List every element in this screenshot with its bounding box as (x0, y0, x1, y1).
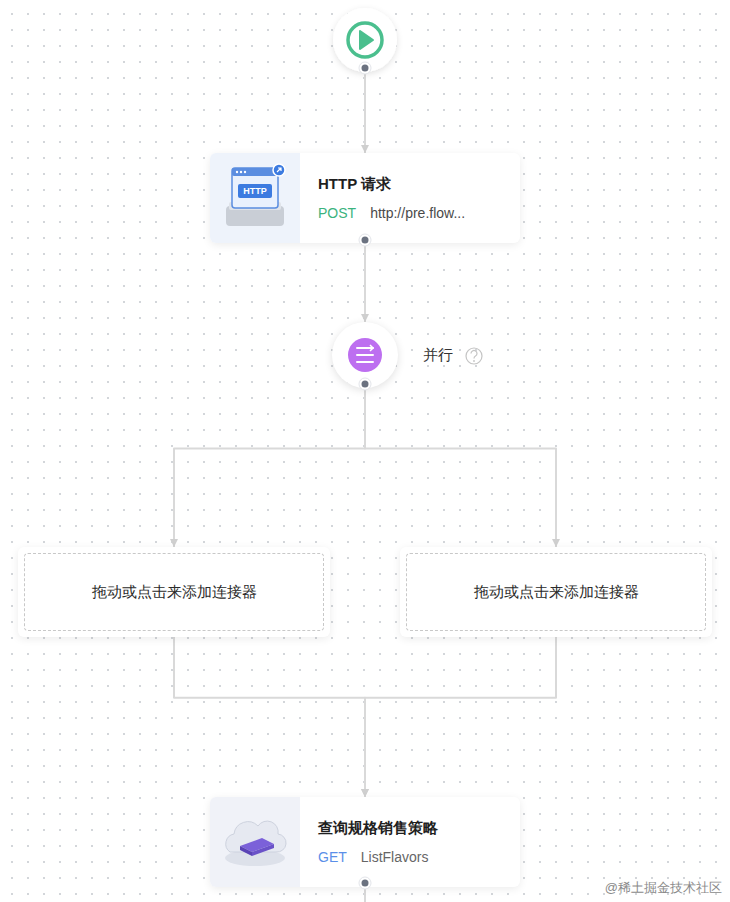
method-row: GET ListFlavors (318, 849, 428, 865)
placeholder-box: 拖动或点击来添加连接器 (400, 547, 712, 637)
dashed-outline: 拖动或点击来添加连接器 (406, 553, 706, 631)
http-method: GET (318, 849, 347, 865)
help-icon (466, 348, 482, 364)
watermark: @稀土掘金技术社区 (605, 879, 722, 897)
method-row: POST http://pre.flow... (318, 205, 465, 221)
cloud-icon (225, 821, 286, 866)
http-method: POST (318, 205, 356, 221)
parallel-icon (348, 338, 382, 372)
continue-line (364, 889, 366, 902)
flow-connector (174, 637, 365, 797)
flow-connector (365, 637, 556, 797)
api-request-box: 查询规格销售策略 GET ListFlavors (210, 797, 520, 887)
port-dots (359, 62, 371, 889)
start-node (333, 8, 397, 72)
icon-panel (210, 153, 300, 243)
parallel-node: 并行 (332, 322, 398, 388)
http-request-box: HTTP 请求 POST http://pre.flow... (210, 153, 520, 243)
flow-connector (174, 388, 365, 547)
placeholder-box: 拖动或点击来添加连接器 (18, 547, 330, 637)
flow-connector (365, 388, 556, 547)
dashed-outline: 拖动或点击来添加连接器 (24, 553, 324, 631)
http-icon (226, 164, 285, 226)
flow-connector (364, 243, 366, 322)
node-heading: 并行 (423, 346, 453, 365)
endpoint-text: http://pre.flow... (370, 205, 465, 221)
placeholder-text: 拖动或点击来添加连接器 (92, 583, 257, 602)
box-title: 查询规格销售策略 (318, 819, 438, 838)
icon-text: HTTP (238, 184, 272, 198)
endpoint-text: ListFlavors (361, 849, 429, 865)
icon-panel (210, 797, 300, 887)
placeholder-text: 拖动或点击来添加连接器 (474, 583, 639, 602)
start-line (364, 74, 366, 153)
box-title: HTTP 请求 (318, 175, 391, 194)
